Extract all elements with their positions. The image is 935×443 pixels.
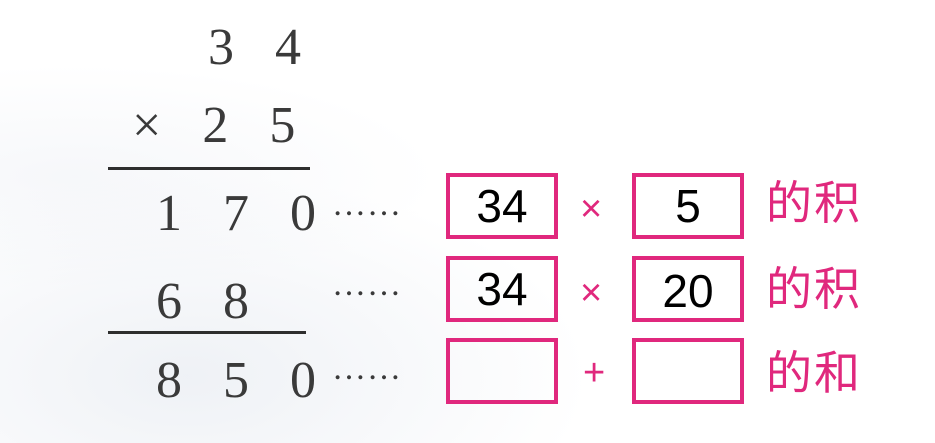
bottom-rule (108, 331, 306, 334)
row2-left-box: 34 (446, 256, 558, 322)
row1-operator: × (580, 188, 603, 230)
row2-operator: × (580, 272, 603, 314)
row1-left-box: 34 (446, 173, 558, 239)
multiplier: × 2 5 (132, 97, 310, 154)
row3-left-box (446, 338, 558, 404)
partial-product-1: 1 7 0 (156, 185, 330, 242)
multiplicand: 3 4 (208, 19, 315, 76)
row3-label: 的和 (766, 346, 862, 400)
top-rule (108, 167, 310, 170)
leader-dots-row-3: …… (332, 350, 402, 387)
total-product: 8 5 0 (156, 352, 330, 409)
row1-label: 的积 (766, 176, 862, 230)
leader-dots-row-1: …… (332, 186, 402, 223)
row3-right-box (632, 338, 744, 404)
row2-label: 的积 (766, 262, 862, 316)
leader-dots-row-2: …… (332, 266, 402, 303)
row2-right-box: 20 (632, 256, 744, 322)
partial-product-2: 6 8 (156, 273, 263, 330)
row1-right-box: 5 (632, 173, 744, 239)
row3-operator: + (583, 352, 606, 394)
